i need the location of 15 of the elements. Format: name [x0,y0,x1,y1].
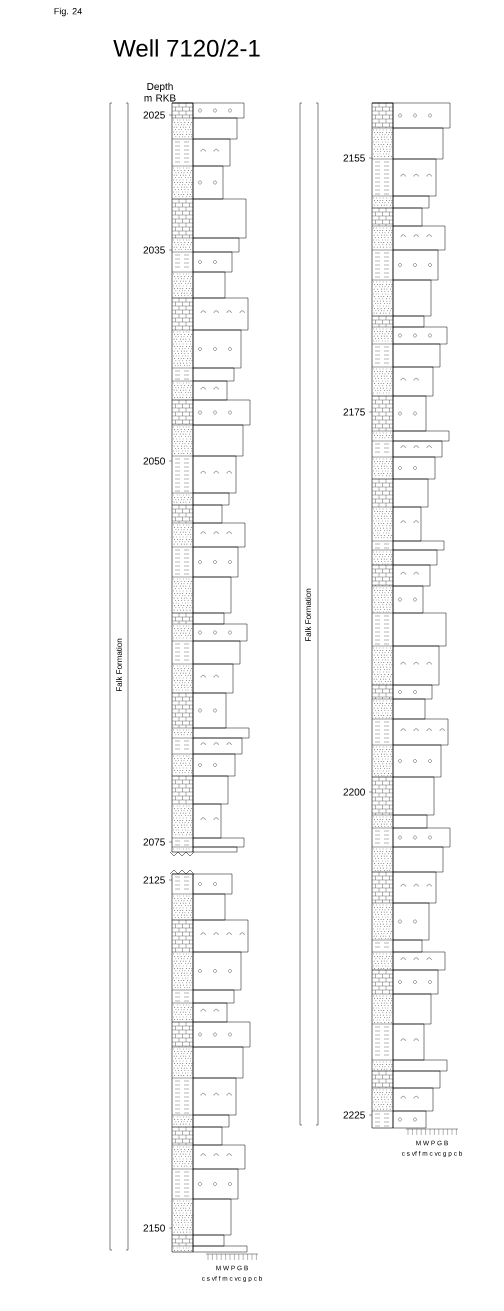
depth-label: 2125 [143,876,165,884]
depth-label: 2050 [143,457,165,465]
depth-label: 2200 [343,788,365,796]
depth-label: 2075 [143,838,165,846]
title: Well 7120/2-1 [113,39,260,57]
depth-label: 2035 [143,246,165,254]
figure-number: Fig. 24 [54,7,82,17]
formation-label: Falk Formation [305,588,311,641]
formation-label: Falk Formation [116,638,122,691]
axis-title: Depth m RKB [144,82,176,102]
depth-label: 2155 [343,154,365,162]
depth-label: 2025 [143,111,165,119]
depth-label: 2225 [343,1111,365,1119]
depth-label: 2175 [343,408,365,416]
depth-label: 2150 [143,1224,165,1232]
